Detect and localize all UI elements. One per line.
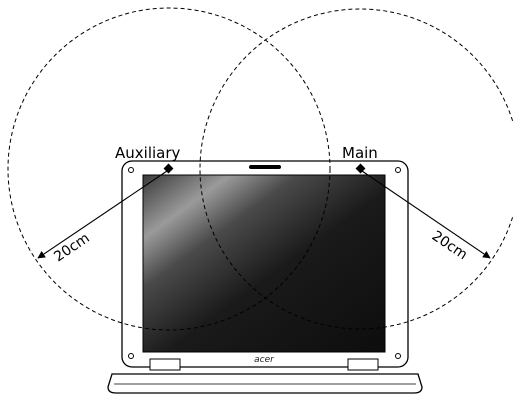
brand-logo: acer — [254, 355, 275, 365]
main-antenna-marker — [355, 163, 366, 174]
laptop-screen — [142, 174, 386, 353]
auxiliary-distance-arrow — [37, 170, 168, 259]
screw-bottom-left — [128, 353, 134, 359]
auxiliary-antenna-marker — [163, 163, 174, 174]
screw-top-left — [128, 167, 134, 173]
main-label: Main — [342, 144, 378, 162]
main-distance-arrow — [361, 170, 491, 259]
hinge-left — [149, 358, 181, 371]
screw-top-right — [395, 167, 401, 173]
hinge-right — [347, 358, 379, 371]
auxiliary-range-circle — [7, 7, 331, 331]
auxiliary-label: Auxiliary — [115, 144, 181, 162]
screw-bottom-right — [395, 353, 401, 359]
webcam-slot — [249, 165, 281, 169]
right-distance-label: 20cm — [429, 228, 470, 263]
laptop-base — [107, 373, 423, 394]
